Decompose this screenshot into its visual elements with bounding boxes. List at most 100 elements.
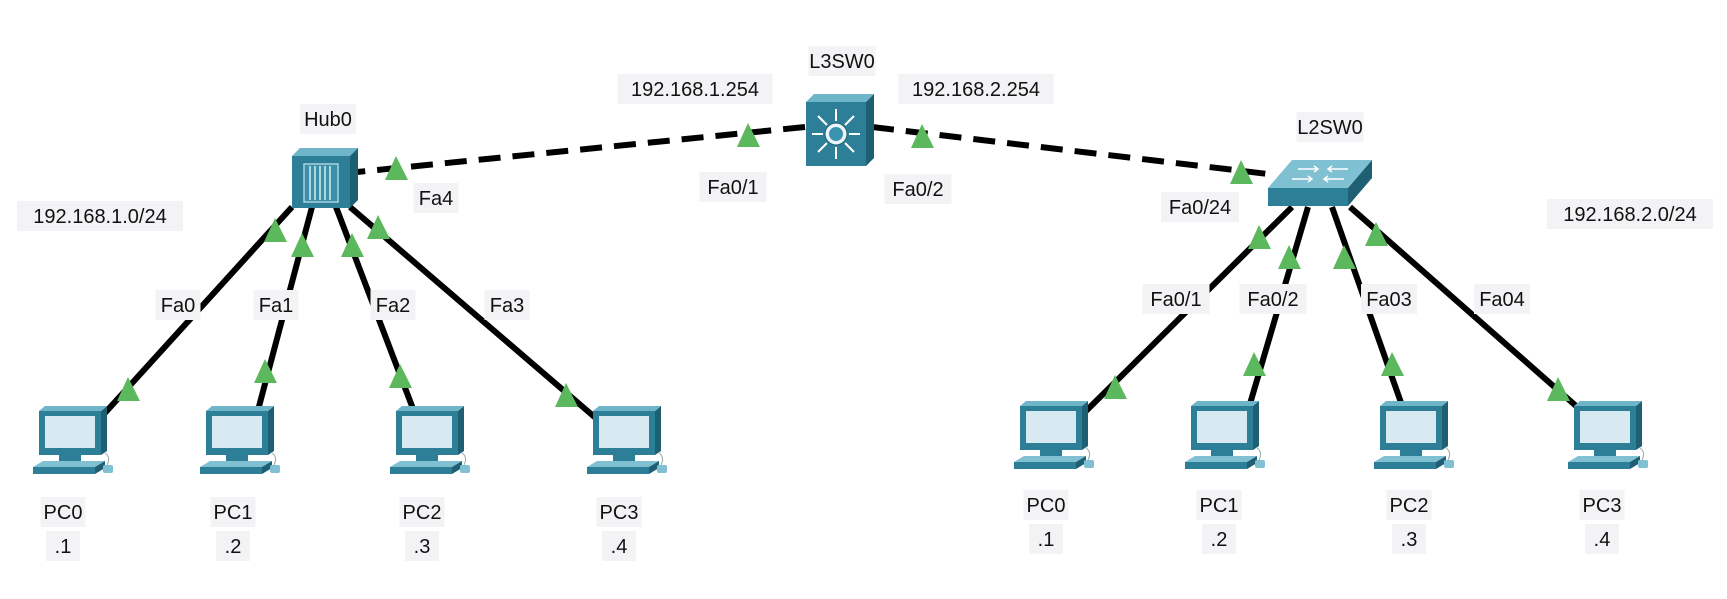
left-pc0-ip-label: .1 — [46, 531, 80, 561]
left-pc1-ip-label: .2 — [216, 531, 250, 561]
left-pc3-name-label-text: PC3 — [600, 502, 639, 524]
right-pc1-port-label: Fa0/2 — [1239, 284, 1307, 314]
right-pc1-name-label-text: PC1 — [1200, 495, 1239, 517]
link-up-icon — [367, 215, 390, 239]
l3-port-right-label: Fa0/2 — [884, 174, 952, 204]
link-up-icon — [264, 218, 287, 242]
link-up-icon — [254, 359, 277, 383]
left-pc1-port-label-text: Fa1 — [259, 295, 293, 317]
left-pc3-ip-label-text: .4 — [611, 536, 628, 558]
left-pc0-name-label-text: PC0 — [44, 502, 83, 524]
hub-label: Hub0 — [300, 104, 356, 134]
left-pc2-ip-label: .3 — [405, 531, 439, 561]
right-pc2-name-label-text: PC2 — [1390, 495, 1429, 517]
right-pc0-port-label: Fa0/1 — [1142, 284, 1210, 314]
layer3-switch-icon[interactable] — [806, 94, 874, 166]
right-pc0-ip-label: .1 — [1029, 524, 1063, 554]
right-pc2-ip-label-text: .3 — [1401, 529, 1418, 551]
left-pc1-port-label: Fa1 — [253, 290, 299, 320]
right-pc2-ip-label: .3 — [1392, 524, 1426, 554]
l3-switch-label: L3SW0 — [808, 46, 876, 76]
right-network-label: 192.168.2.0/24 — [1547, 199, 1713, 229]
left-pc0-name-label: PC0 — [40, 497, 86, 527]
right-pc3-ip-label: .4 — [1585, 524, 1619, 554]
left-network-label-text: 192.168.1.0/24 — [33, 206, 166, 228]
left-gateway-label: 192.168.1.254 — [617, 74, 773, 104]
left-pc2-name-label-text: PC2 — [403, 502, 442, 524]
pc-icon[interactable] — [1568, 401, 1648, 469]
right-pc3-name-label-text: PC3 — [1583, 495, 1622, 517]
l2-switch-label-text: L2SW0 — [1297, 117, 1363, 139]
right-pc1-name-label: PC1 — [1196, 490, 1242, 520]
right-pc0-name-label: PC0 — [1023, 490, 1069, 520]
left-pc3-port-label: Fa3 — [484, 290, 530, 320]
hub-uplink-port-label-text: Fa4 — [419, 188, 453, 210]
link-l2sw-pc3 — [1348, 204, 1594, 423]
switch-uplink-port-label-text: Fa0/24 — [1169, 197, 1231, 219]
left-pc0-ip-label-text: .1 — [55, 536, 72, 558]
right-pc2-name-label: PC2 — [1386, 490, 1432, 520]
right-pc1-ip-label: .2 — [1202, 524, 1236, 554]
right-pc1-ip-label-text: .2 — [1211, 529, 1228, 551]
left-pc2-port-label: Fa2 — [370, 290, 416, 320]
pc-icon[interactable] — [200, 406, 280, 474]
left-gateway-label-text: 192.168.1.254 — [631, 79, 759, 101]
link-up-icon — [117, 377, 140, 401]
pc-icon[interactable] — [390, 406, 470, 474]
left-pc1-name-label-text: PC1 — [214, 502, 253, 524]
left-network-label: 192.168.1.0/24 — [17, 201, 183, 231]
hub-label-text: Hub0 — [304, 109, 352, 131]
right-pc1-port-label-text: Fa0/2 — [1247, 289, 1298, 311]
right-pc3-name-label: PC3 — [1579, 490, 1625, 520]
hub-icon[interactable] — [292, 148, 358, 208]
left-pc2-ip-label-text: .3 — [414, 536, 431, 558]
hub-uplink-port-label: Fa4 — [413, 183, 459, 213]
l3-port-left-label-text: Fa0/1 — [707, 177, 758, 199]
link-up-icon — [1278, 245, 1301, 269]
l3-port-right-label-text: Fa0/2 — [892, 179, 943, 201]
link-up-icon — [1381, 352, 1404, 376]
left-pc3-port-label-text: Fa3 — [490, 295, 524, 317]
left-pc0-port-label: Fa0 — [155, 290, 201, 320]
link-up-icon — [1104, 375, 1127, 399]
right-pc3-port-label-text: Fa04 — [1479, 289, 1525, 311]
left-pc0-port-label-text: Fa0 — [161, 295, 195, 317]
link-up-icon — [1230, 160, 1253, 184]
right-pc0-port-label-text: Fa0/1 — [1150, 289, 1201, 311]
right-pc2-port-label: Fa03 — [1361, 284, 1417, 314]
link-l3-hub — [356, 124, 806, 175]
left-pc2-name-label: PC2 — [399, 497, 445, 527]
link-up-icon — [1547, 377, 1570, 401]
left-pc1-name-label: PC1 — [210, 497, 256, 527]
right-gateway-label: 192.168.2.254 — [898, 74, 1054, 104]
pc-icon[interactable] — [1185, 401, 1265, 469]
link-up-icon — [1333, 245, 1356, 269]
pc-group — [33, 401, 1648, 474]
right-pc2-port-label-text: Fa03 — [1366, 289, 1412, 311]
l3-port-left-label: Fa0/1 — [699, 172, 767, 202]
pc-icon[interactable] — [587, 406, 667, 474]
right-pc3-port-label: Fa04 — [1474, 284, 1530, 314]
left-pc1-ip-label-text: .2 — [225, 536, 242, 558]
left-pc3-ip-label: .4 — [602, 531, 636, 561]
switch-uplink-port-label: Fa0/24 — [1161, 192, 1239, 222]
link-up-icon — [737, 123, 760, 147]
link-up-icon — [341, 233, 364, 257]
right-pc0-ip-label-text: .1 — [1038, 529, 1055, 551]
pc-icon[interactable] — [1374, 401, 1454, 469]
left-pc2-port-label-text: Fa2 — [376, 295, 410, 317]
link-up-icon — [389, 364, 412, 388]
layer2-switch-icon[interactable] — [1268, 160, 1372, 206]
link-up-icon — [1365, 222, 1388, 246]
link-up-icon — [1248, 225, 1271, 249]
l3-switch-label-text: L3SW0 — [809, 51, 875, 73]
pc-icon[interactable] — [1014, 401, 1094, 469]
right-pc0-name-label-text: PC0 — [1027, 495, 1066, 517]
right-pc3-ip-label-text: .4 — [1594, 529, 1611, 551]
link-up-icon — [555, 383, 578, 407]
pc-icon[interactable] — [33, 406, 113, 474]
link-up-icon — [911, 124, 934, 148]
right-network-label-text: 192.168.2.0/24 — [1563, 204, 1696, 226]
